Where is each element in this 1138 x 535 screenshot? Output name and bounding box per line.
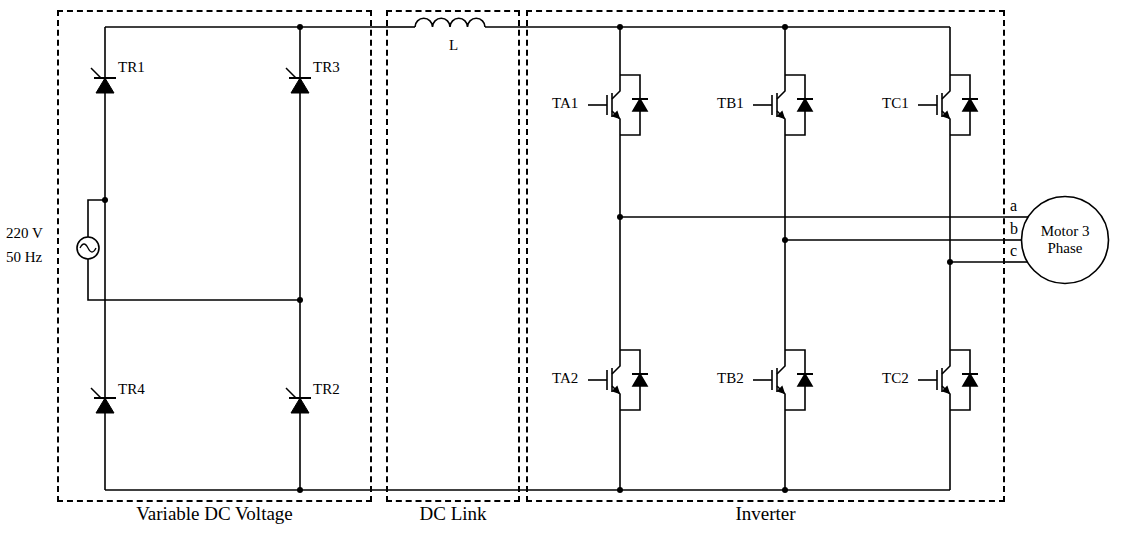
ac-source	[77, 237, 99, 259]
wire-connector	[372, 489, 526, 491]
block-heading: Inverter	[735, 503, 795, 525]
block-heading: Variable DC Voltage	[136, 503, 293, 525]
source-rating: 50 Hz	[6, 250, 42, 265]
switch-name: TA1	[552, 96, 578, 111]
motor-circle: Motor 3 Phase	[1020, 195, 1110, 285]
dashed-block: DC Link	[386, 10, 520, 502]
wire-connector	[1005, 239, 1022, 241]
wire-connector	[1005, 261, 1027, 263]
switch-name: TR3	[313, 60, 340, 75]
phase-label: c	[1008, 243, 1019, 259]
wires	[88, 18, 1005, 490]
switch-name: TR4	[118, 382, 145, 397]
phase-label: a	[1008, 198, 1019, 214]
wire-connector	[372, 26, 386, 28]
switch-name: TB2	[717, 371, 744, 386]
source-rating: 220 V	[6, 226, 43, 241]
dashed-block: Variable DC Voltage	[57, 10, 372, 502]
switch-name: TR2	[313, 382, 340, 397]
inductor-name: L	[449, 38, 458, 53]
phase-label: b	[1008, 221, 1020, 237]
switch-name: TR1	[118, 60, 145, 75]
switch-name: TA2	[552, 371, 578, 386]
wire-connector	[1005, 216, 1028, 218]
motor-label: Motor 3 Phase	[1034, 223, 1096, 258]
dashed-block: Inverter	[526, 10, 1005, 502]
switch-name: TB1	[717, 96, 744, 111]
block-heading: DC Link	[419, 503, 486, 525]
igbt-symbol	[588, 75, 978, 410]
switch-name: TC1	[882, 96, 909, 111]
switch-name: TC2	[882, 371, 909, 386]
thyristor-symbol	[91, 68, 311, 413]
